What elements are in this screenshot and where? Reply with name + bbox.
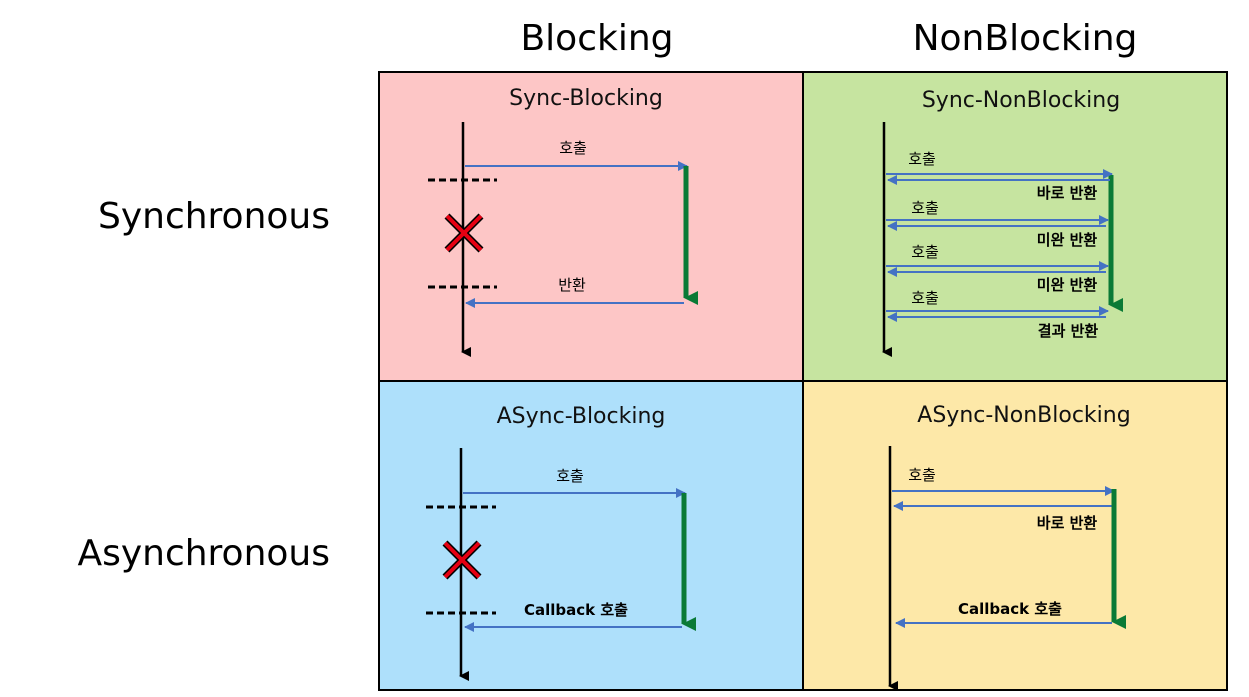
sync-nonblocking-call-label-4: 호출 (911, 289, 939, 307)
async-blocking-title: ASync-Blocking (497, 404, 666, 429)
sync-nonblocking-return-label-1: 바로 반환 (1037, 184, 1098, 202)
column-header-blocking: Blocking (520, 18, 673, 59)
sync-nonblocking-call-label-3: 호출 (911, 243, 939, 261)
column-header-nonblocking: NonBlocking (913, 18, 1138, 59)
sync-nonblocking-return-label-2: 미완 반환 (1037, 231, 1098, 249)
async-blocking-callback-label: Callback 호출 (524, 601, 628, 619)
sync-nonblocking-call-label-1: 호출 (908, 150, 936, 168)
quadrant-async-nonblocking (802, 380, 1228, 691)
sync-blocking-title: Sync-Blocking (509, 86, 663, 111)
sync-blocking-blocked-x-icon (444, 213, 484, 253)
quadrant-async-blocking (378, 380, 804, 691)
async-nonblocking-return-label: 바로 반환 (1037, 514, 1098, 532)
sync-blocking-call-label: 호출 (559, 139, 587, 157)
row-header-asynchronous: Asynchronous (77, 533, 330, 574)
async-nonblocking-call-label: 호출 (908, 466, 936, 484)
quadrant-sync-blocking (378, 71, 804, 382)
row-header-synchronous: Synchronous (98, 196, 330, 237)
async-blocking-blocked-x-icon (442, 540, 482, 580)
sync-nonblocking-return-label-3: 미완 반환 (1037, 276, 1098, 294)
sync-nonblocking-title: Sync-NonBlocking (922, 88, 1120, 113)
async-blocking-call-label: 호출 (556, 467, 584, 485)
sync-nonblocking-call-label-2: 호출 (911, 199, 939, 217)
sync-blocking-return-label: 반환 (558, 276, 586, 294)
sync-nonblocking-return-label-4: 결과 반환 (1038, 322, 1099, 340)
async-nonblocking-title: ASync-NonBlocking (917, 403, 1130, 428)
async-nonblocking-callback-label: Callback 호출 (958, 600, 1062, 618)
